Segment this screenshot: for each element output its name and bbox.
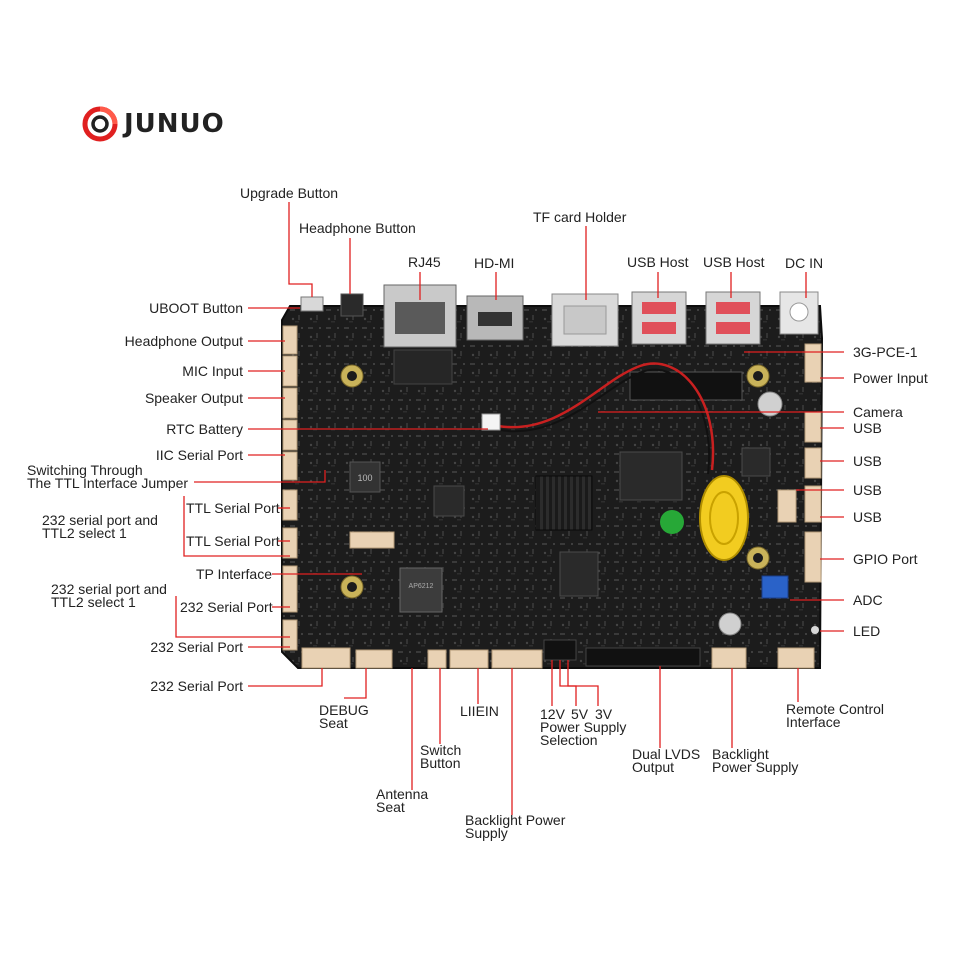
- usb-host-port-2: [705, 291, 761, 345]
- lvds-header: [585, 647, 701, 667]
- label-liiein: LIIEIN: [460, 703, 499, 719]
- usb-host-port-1: [631, 291, 687, 345]
- label-debug-seat: DEBUG Seat: [319, 702, 369, 731]
- wifi-module-marking: AP6212: [409, 583, 434, 590]
- label-dc-in: DC IN: [785, 255, 824, 271]
- capacitor-2: [718, 612, 742, 636]
- wifi-module: [399, 567, 443, 613]
- label-power-supply-selection: Power Supply Selection: [540, 719, 627, 748]
- green-indicator: [660, 510, 684, 534]
- label-adc: ADC: [853, 592, 883, 608]
- label-led: LED: [853, 623, 881, 639]
- mounting-holes: [340, 364, 770, 599]
- label-232-ttl2-select-a: 232 serial port and TTL2 select 1: [42, 512, 158, 541]
- right-edge-connectors: [804, 343, 822, 583]
- label-headphone-button: Headphone Button: [299, 220, 416, 236]
- label-usb-2: USB: [853, 453, 882, 469]
- label-gpio-port: GPIO Port: [853, 551, 918, 567]
- label-usb-host-2: USB Host: [703, 254, 765, 270]
- label-dual-lvds-output: Dual LVDS Output: [632, 746, 701, 775]
- adc-potentiometer: [761, 575, 789, 599]
- rtc-coin-battery: [699, 475, 749, 561]
- label-headphone-output: Headphone Output: [124, 333, 243, 349]
- headphone-button-part: [340, 293, 364, 317]
- label-tp-interface: TP Interface: [196, 566, 273, 582]
- battery-plug: [481, 413, 501, 431]
- label-232-serial-port-2: 232 Serial Port: [150, 639, 243, 655]
- label-usb-4: USB: [853, 509, 882, 525]
- label-iic-serial-port: IIC Serial Port: [155, 447, 243, 463]
- inductor-marking: 100: [357, 473, 372, 483]
- chip-pmic: [433, 485, 465, 517]
- label-rj45: RJ45: [408, 254, 441, 270]
- brand-logo: JUNUO: [82, 106, 225, 142]
- hdmi-port-opening: [478, 312, 512, 326]
- label-camera: Camera: [853, 404, 903, 420]
- label-speaker-output: Speaker Output: [144, 390, 243, 406]
- label-5v: 5V: [571, 706, 589, 722]
- chip-usb-hub: [741, 447, 771, 477]
- label-rtc-battery: RTC Battery: [166, 421, 243, 437]
- label-tf-card-holder: TF card Holder: [533, 209, 627, 225]
- brand-name: JUNUO: [124, 109, 225, 139]
- label-switching-jumper: Switching Through The TTL Interface Jump…: [27, 462, 189, 491]
- left-edge-connectors: [282, 325, 298, 651]
- inductor: [349, 461, 381, 493]
- led-part: [811, 626, 819, 634]
- label-3g-pce-1: 3G-PCE-1: [853, 344, 918, 360]
- chip-memory: [619, 451, 683, 501]
- label-ttl-serial-port-2: TTL Serial Port: [186, 533, 280, 549]
- label-usb-host-1: USB Host: [627, 254, 689, 270]
- upgrade-button-part: [300, 296, 324, 312]
- label-ttl-serial-port-1: TTL Serial Port: [186, 500, 280, 516]
- label-switch-button: Switch Button: [420, 742, 462, 771]
- label-232-serial-port-3: 232 Serial Port: [150, 678, 243, 694]
- label-3v: 3V: [595, 706, 613, 722]
- label-usb-3: USB: [853, 482, 882, 498]
- capacitor: [757, 391, 783, 417]
- heatsink: [535, 475, 593, 531]
- label-232-ttl2-select-b: 232 serial port and TTL2 select 1: [51, 581, 167, 610]
- label-backlight-power-supply-bottom: Backlight Power Supply: [465, 812, 566, 841]
- power-selection-jumper: [543, 639, 577, 661]
- label-12v: 12V: [540, 706, 565, 722]
- junuo-logo-icon: [82, 106, 118, 142]
- rj45-port-opening: [395, 302, 445, 334]
- chip-flash: [559, 551, 599, 597]
- label-uboot-button: UBOOT Button: [149, 300, 243, 316]
- label-hdmi: HD-MI: [474, 255, 515, 271]
- label-usb-1: USB: [853, 420, 882, 436]
- leader-lines: [175, 202, 844, 815]
- label-power-input: Power Input: [853, 370, 928, 386]
- label-antenna-seat: Antenna Seat: [376, 786, 429, 815]
- chip-ethernet: [393, 349, 453, 385]
- label-232-serial-port-1: 232 Serial Port: [180, 599, 273, 615]
- battery-wire-black: [499, 368, 711, 475]
- label-remote-control-interface: Remote Control Interface: [786, 701, 885, 730]
- label-upgrade-button: Upgrade Button: [240, 185, 339, 201]
- label-backlight-power-supply-right: Backlight Power Supply: [712, 746, 799, 775]
- label-mic-input: MIC Input: [182, 363, 243, 379]
